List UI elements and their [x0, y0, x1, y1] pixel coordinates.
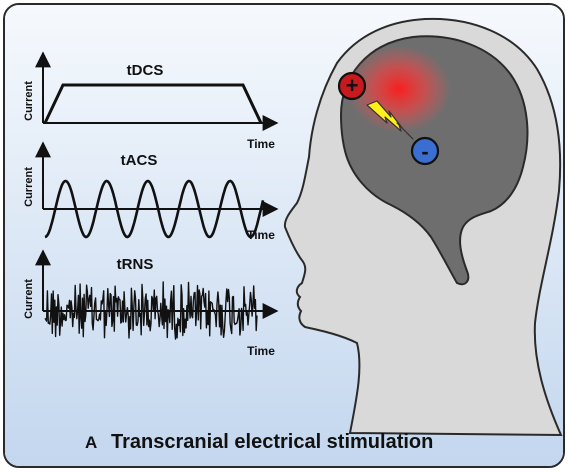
- tdcs-title: tDCS: [127, 62, 164, 79]
- tacs-xlabel: Time: [247, 228, 275, 242]
- figure-panel: + - tDCS Current Time tACS Current Time …: [3, 3, 565, 468]
- trns-plot: tRNS Current Time: [23, 249, 279, 358]
- trns-waveform: [44, 281, 258, 340]
- anode-electrode: +: [337, 71, 367, 101]
- tacs-waveform: [44, 179, 265, 239]
- trns-xlabel: Time: [247, 344, 275, 358]
- tacs-title: tACS: [121, 152, 158, 169]
- cathode-symbol: -: [421, 139, 428, 164]
- cathode-electrode: -: [410, 136, 440, 166]
- tacs-plot: tACS Current Time: [23, 141, 279, 242]
- trns-title: tRNS: [117, 256, 154, 273]
- tdcs-waveform: [43, 83, 263, 124]
- tacs-ylabel: Current: [23, 167, 35, 207]
- caption-letter: A: [85, 433, 97, 452]
- trns-ylabel: Current: [23, 279, 35, 319]
- caption: A Transcranial electrical stimulation: [85, 431, 433, 453]
- figure-canvas: + - tDCS Current Time tACS Current Time …: [5, 5, 563, 466]
- tdcs-plot: tDCS Current Time: [23, 51, 279, 151]
- lightning-bolt-icon: [366, 100, 414, 140]
- tdcs-xlabel: Time: [247, 137, 275, 151]
- tdcs-ylabel: Current: [23, 81, 35, 121]
- anode-symbol: +: [346, 73, 359, 98]
- caption-text: Transcranial electrical stimulation: [111, 431, 433, 453]
